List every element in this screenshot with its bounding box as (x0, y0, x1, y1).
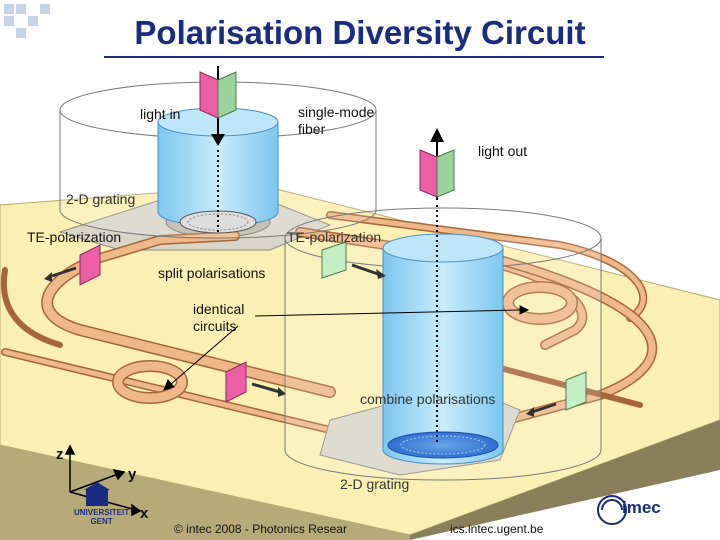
label-grating-top: 2-D grating (66, 191, 135, 208)
footer-text-right: ics.intec.ugent.be (450, 522, 543, 536)
axis-label-x: x (140, 505, 148, 522)
polarizer-out-icon (420, 150, 454, 197)
label-grating-bottom: 2-D grating (340, 476, 409, 493)
label-single-mode-fiber: single-mode fiber (298, 104, 374, 138)
label-combine: combine polarisations (360, 391, 495, 408)
title-underline (104, 56, 604, 58)
imec-logo-text: imec (622, 498, 661, 518)
label-light-in: light in (140, 106, 180, 123)
label-split: split polarisations (158, 265, 265, 282)
page-title: Polarisation Diversity Circuit (0, 14, 720, 52)
footer-text-left: © intec 2008 - Photonics Resear (174, 522, 347, 536)
label-identical-circuits: identical circuits (193, 301, 244, 335)
label-te-right: TE-polarization (287, 229, 381, 246)
axis-label-y: y (128, 466, 136, 483)
axis-label-z: z (56, 446, 64, 463)
label-te-left: TE-polarization (27, 229, 121, 246)
university-logo-text: UNIVERSITEIT GENT (74, 508, 129, 526)
label-light-out: light out (478, 143, 527, 160)
